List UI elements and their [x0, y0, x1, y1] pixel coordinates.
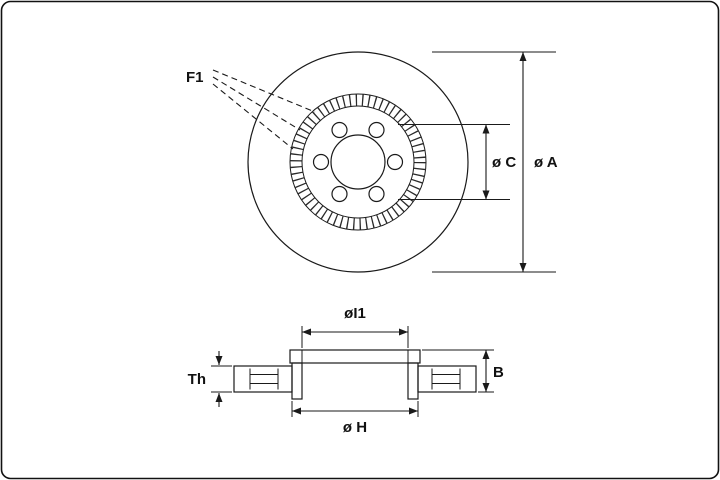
- friction-ring-right: [417, 365, 477, 393]
- friction-ring-left: [233, 365, 293, 393]
- hat-skirt-right: [407, 362, 419, 400]
- front-view: F1 ø C ø A: [186, 51, 558, 273]
- label-dim-th: Th: [188, 371, 206, 388]
- label-dim-h: ø H: [343, 419, 367, 436]
- dim-a: ø A: [432, 51, 558, 273]
- center-bore: [330, 134, 386, 190]
- disc-outer-circle: [247, 51, 469, 273]
- section-view: øI1 Th B ø H: [188, 305, 504, 436]
- dim-h: ø H: [291, 401, 419, 436]
- dim-b: B: [422, 349, 504, 393]
- bolt-hole: [368, 121, 385, 139]
- ring-tick-marks: [290, 94, 426, 230]
- label-dim-b: B: [493, 364, 504, 381]
- hat-skirt-left: [291, 362, 303, 400]
- label-dim-a: ø A: [534, 154, 558, 171]
- label-f1: F1: [186, 69, 204, 86]
- bolt-hole: [368, 185, 385, 203]
- bolt-holes: [312, 121, 404, 203]
- label-dim-i1: øI1: [344, 305, 366, 322]
- bolt-hole: [386, 153, 404, 171]
- dim-i1: øI1: [301, 305, 409, 348]
- hat-flange: [289, 349, 421, 364]
- bolt-hole: [331, 121, 348, 139]
- bolt-hole: [312, 153, 330, 171]
- ring-inner-circle: [301, 105, 415, 219]
- label-dim-c: ø C: [492, 154, 516, 171]
- bolt-hole: [331, 185, 348, 203]
- dim-th: Th: [188, 351, 232, 407]
- dim-c: ø C: [398, 124, 516, 200]
- f1-leader-lines: [212, 69, 316, 150]
